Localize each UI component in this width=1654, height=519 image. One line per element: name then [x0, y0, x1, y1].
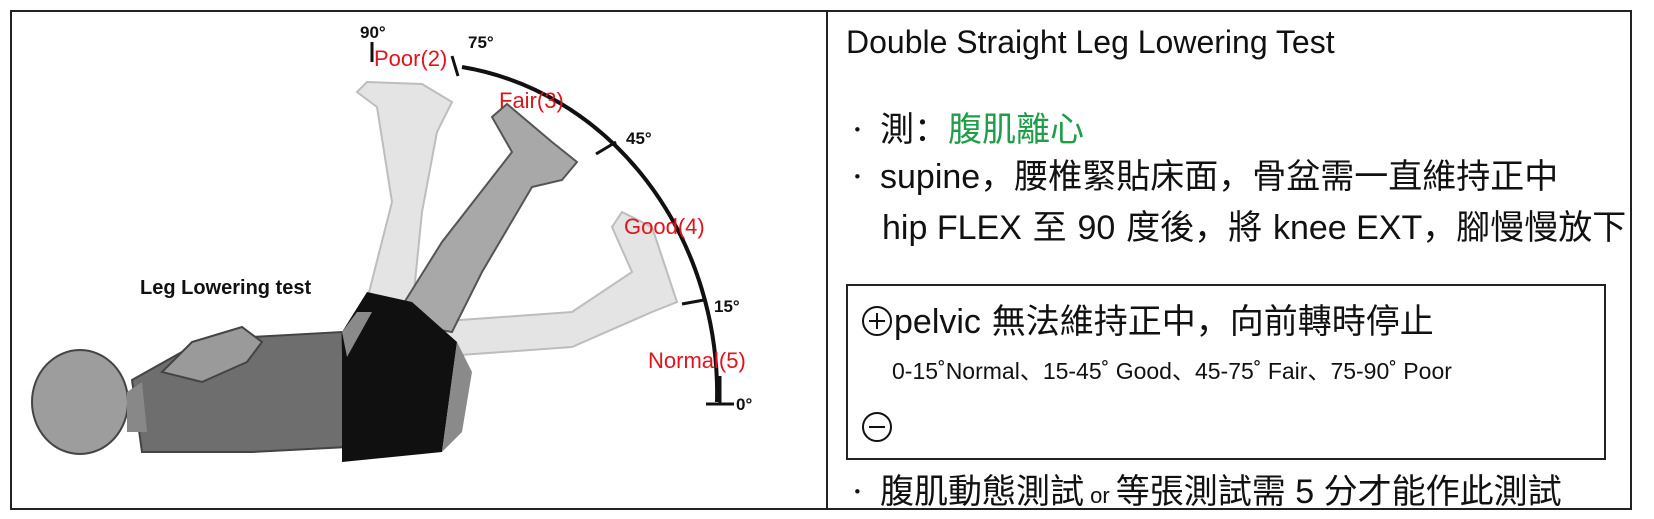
grading-scale: 0-15˚Normal、15-45˚ Good、45-75˚ Fair、75-9… — [892, 358, 1452, 384]
measure-label: 測： — [880, 110, 948, 150]
procedure-hip-flex: hip FLEX — [882, 209, 1022, 247]
bullet-glyph: · — [852, 472, 863, 512]
negative-result — [862, 412, 894, 444]
prereq-end: 分才能作此測試 — [1323, 472, 1562, 512]
positive-text: 無法維持正中，向前轉時停止 — [980, 302, 1434, 342]
leg-75-ghost — [355, 80, 454, 313]
measure-bullet: · 測：腹肌離心 — [852, 102, 1084, 151]
result-box: pelvic 無法維持正中，向前轉時停止 0-15˚Normal、15-45˚ … — [846, 284, 1606, 460]
angle-45-label: 45° — [626, 129, 652, 148]
procedure-knee-ext: knee EXT — [1272, 209, 1423, 247]
procedure-line2-end: ，腳慢慢放下 — [1422, 208, 1627, 248]
prerequisite-bullet: · 腹肌動態測試 or 等張測試需 5 分才能作此測試 — [852, 464, 1562, 513]
positive-pelvic: pelvic — [894, 303, 981, 341]
plus-circle-icon — [862, 306, 892, 336]
test-name-label: Leg Lowering test — [140, 277, 311, 299]
positive-result: pelvic 無法維持正中，向前轉時停止 — [862, 294, 1434, 343]
prereq-score: 5 — [1285, 473, 1324, 511]
panel-title: Double Straight Leg Lowering Test — [846, 24, 1335, 60]
slide-frame — [10, 10, 1632, 510]
procedure-line1-text: ，腰椎緊貼床面，骨盆需一直維持正中 — [980, 157, 1559, 197]
leg-lowering-illustration: 90° 75° 45° 15° 0° Poor(2) Fair(3) Good(… — [31, 23, 752, 462]
angle-0-label: 0° — [736, 395, 752, 414]
bullet-glyph: · — [852, 157, 863, 197]
procedure-supine: supine — [880, 158, 981, 196]
leg-45-dark — [390, 102, 579, 334]
angle-75-label: 75° — [468, 33, 494, 52]
body-figure — [31, 292, 472, 462]
description-panel: Double Straight Leg Lowering Test · 測：腹肌離… — [846, 12, 1626, 512]
procedure-line2: hip FLEX 至 90 度後，將 knee EXT，腳慢慢放下 — [882, 200, 1626, 249]
procedure-line2-90: 90 — [1077, 209, 1116, 247]
leg-15-ghost — [431, 210, 679, 359]
procedure-bullet: · supine，腰椎緊貼床面，骨盆需一直維持正中 — [852, 149, 1558, 198]
procedure-line2-after: 度後，將 — [1115, 208, 1273, 248]
grade-normal-label: Normal(5) — [648, 348, 746, 373]
bullet-glyph: · — [852, 110, 863, 150]
prereq-dynamic: 腹肌動態測試 — [880, 472, 1084, 512]
prereq-isotonic: 等張測試需 — [1115, 472, 1286, 512]
angle-15-label: 15° — [714, 297, 740, 316]
measure-value: 腹肌離心 — [948, 110, 1084, 150]
minus-circle-icon — [862, 412, 892, 442]
grade-poor-label: Poor(2) — [374, 46, 447, 71]
angle-arc — [461, 65, 720, 403]
grade-good-label: Good(4) — [624, 214, 705, 239]
procedure-line2-to: 至 — [1021, 208, 1078, 248]
prereq-or: or — [1084, 483, 1116, 508]
angle-90-label: 90° — [360, 23, 386, 42]
angle-ticks — [370, 42, 734, 406]
grade-fair-label: Fair(3) — [499, 88, 564, 113]
column-divider — [826, 10, 828, 510]
